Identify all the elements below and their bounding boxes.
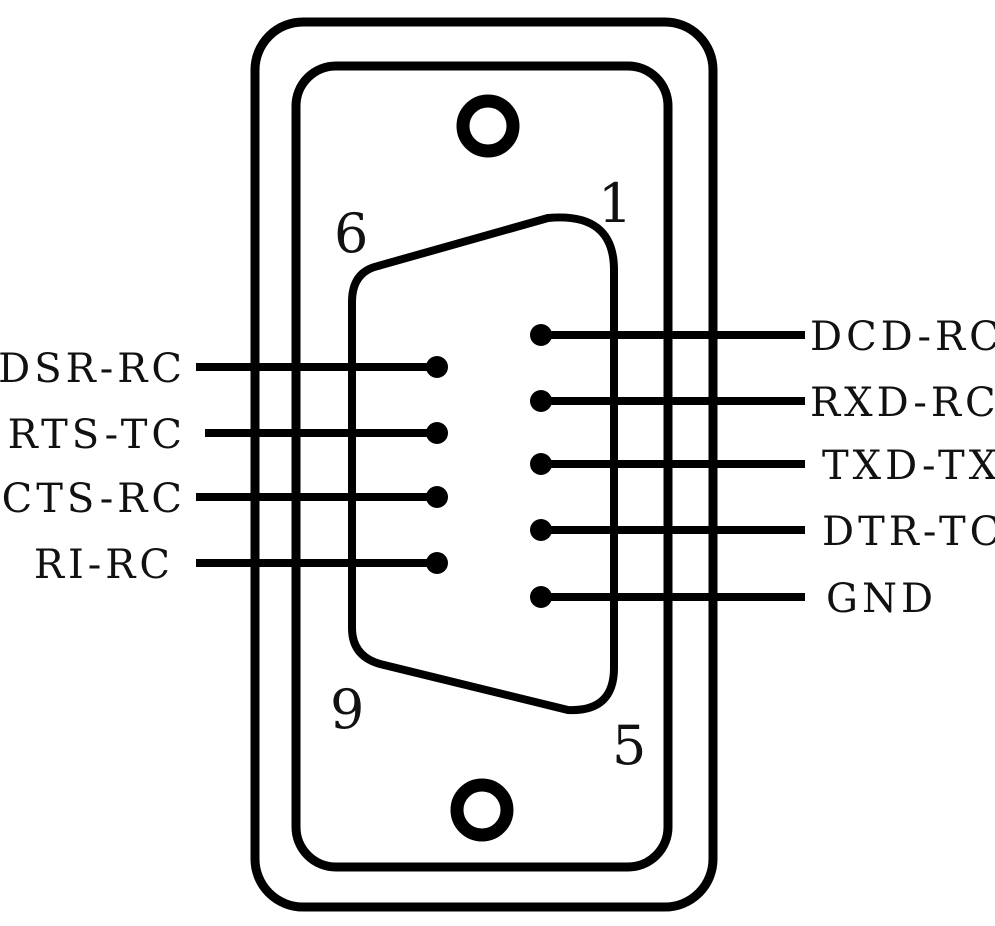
top-screw-hole bbox=[456, 94, 520, 158]
label-rts-tc: RTS-TC bbox=[8, 412, 186, 458]
label-rxd-rc: RXD-RC bbox=[810, 380, 995, 426]
label-dcd-rc: DCD-RC bbox=[810, 314, 995, 360]
pin-7 bbox=[426, 422, 448, 444]
pin-number-9: 9 bbox=[330, 678, 364, 741]
label-gnd: GND bbox=[826, 576, 937, 622]
pin-4 bbox=[530, 519, 552, 541]
pin-8 bbox=[426, 486, 448, 508]
pin-number-1: 1 bbox=[598, 172, 632, 235]
pin-3 bbox=[530, 453, 552, 475]
label-txd-tx: TXD-TX bbox=[822, 443, 995, 489]
pin-9 bbox=[426, 552, 448, 574]
pin-5 bbox=[530, 586, 552, 608]
pin-number-5: 5 bbox=[612, 714, 646, 777]
d-shell-outline bbox=[348, 213, 618, 715]
right-wires bbox=[541, 331, 805, 601]
pin-number-6: 6 bbox=[334, 202, 368, 265]
pin-6 bbox=[426, 356, 448, 378]
label-cts-rc: CTS-RC bbox=[2, 476, 186, 522]
left-pins bbox=[426, 356, 448, 574]
right-pins bbox=[530, 324, 552, 608]
pin-2 bbox=[530, 390, 552, 412]
bottom-screw-hole bbox=[450, 778, 514, 842]
label-dtr-tc: DTR-TC bbox=[822, 509, 995, 555]
pin-1 bbox=[530, 324, 552, 346]
left-wires bbox=[196, 363, 437, 567]
label-ri-rc: RI-RC bbox=[34, 542, 174, 588]
label-dsr-rc: DSR-RC bbox=[0, 346, 186, 392]
